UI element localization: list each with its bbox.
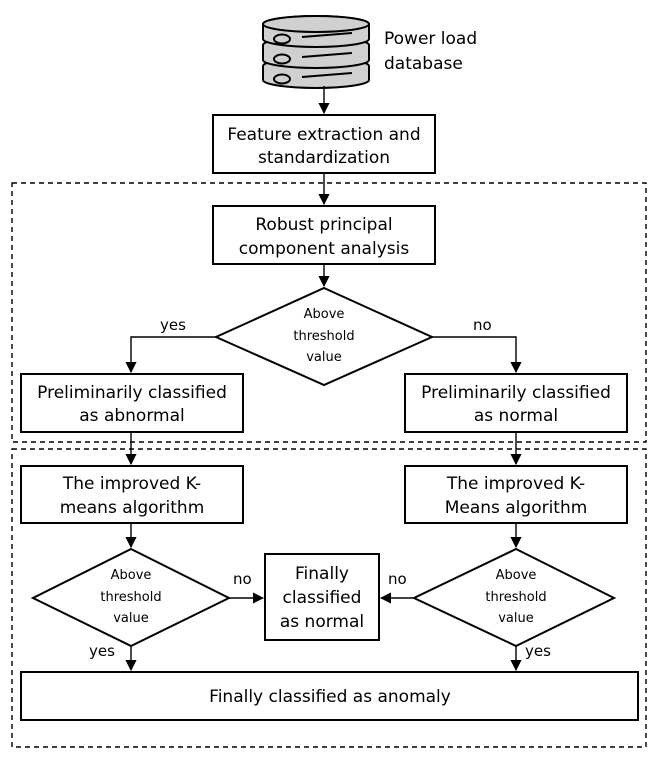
final-anomaly-box bbox=[20, 671, 639, 721]
feature-line1: Feature extraction and bbox=[227, 125, 420, 145]
decision-left-line1: Above bbox=[111, 568, 152, 583]
final-normal-line2: classified bbox=[283, 588, 362, 608]
stage2-region bbox=[11, 448, 647, 748]
decision-left-line2: threshold bbox=[100, 590, 161, 605]
yes-label-1: yes bbox=[160, 316, 186, 334]
rpca-line1: Robust principal bbox=[255, 215, 392, 235]
rpca-box bbox=[212, 205, 436, 265]
decision1-line1: Above bbox=[304, 307, 345, 322]
database-label-line1: Power load bbox=[384, 29, 477, 49]
no-label-1: no bbox=[473, 316, 492, 334]
prelim-normal-box bbox=[404, 373, 628, 433]
kmeans-right-box bbox=[404, 465, 628, 524]
database-label-line2: database bbox=[384, 54, 463, 74]
decision-right-line1: Above bbox=[496, 568, 537, 583]
no-label-right: no bbox=[388, 570, 407, 588]
prelim-abnormal-box bbox=[20, 373, 244, 433]
feature-extraction-box bbox=[212, 114, 436, 174]
prelim-abnormal-line1: Preliminarily classified bbox=[37, 383, 227, 403]
final-normal-line1: Finally bbox=[295, 564, 349, 584]
stage1-region bbox=[11, 182, 647, 443]
kmeans-right-line1: The improved K- bbox=[446, 474, 585, 494]
decision1-line2: threshold bbox=[293, 329, 354, 344]
kmeans-left-box bbox=[20, 465, 244, 524]
decision-right-line2: threshold bbox=[485, 590, 546, 605]
threshold-decision-1 bbox=[213, 286, 435, 387]
prelim-abnormal-line2: as abnormal bbox=[79, 406, 184, 426]
yes-label-left: yes bbox=[89, 642, 115, 660]
final-normal-line3: as normal bbox=[280, 612, 364, 632]
prelim-normal-line1: Preliminarily classified bbox=[421, 383, 611, 403]
decision-right-line3: value bbox=[498, 611, 534, 626]
yes-label-right: yes bbox=[525, 642, 551, 660]
kmeans-right-line2: Means algorithm bbox=[445, 498, 588, 518]
feature-line2: standardization bbox=[258, 148, 390, 168]
rpca-line2: component analysis bbox=[239, 239, 410, 259]
prelim-normal-line2: as normal bbox=[474, 406, 558, 426]
kmeans-left-line2: means algorithm bbox=[60, 498, 205, 518]
final-anomaly-label: Finally classified as anomaly bbox=[209, 687, 451, 707]
kmeans-left-line1: The improved K- bbox=[62, 474, 201, 494]
decision-left-line3: value bbox=[113, 611, 149, 626]
arrow-yes-branch bbox=[125, 336, 216, 374]
arrow-no-branch bbox=[432, 336, 522, 374]
no-label-left: no bbox=[233, 570, 252, 588]
database-icon bbox=[262, 15, 370, 89]
decision1-line3: value bbox=[306, 350, 342, 365]
final-normal-box bbox=[264, 553, 380, 641]
